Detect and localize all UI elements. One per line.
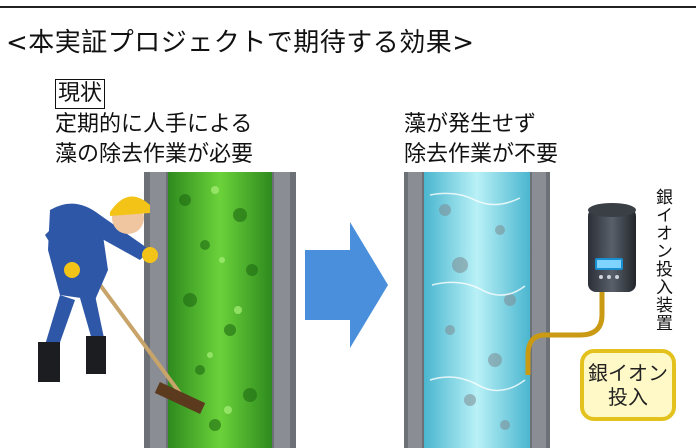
expected-line-1: 藻が発生せず xyxy=(404,112,537,137)
silver-ion-device-icon xyxy=(588,203,636,292)
worker-with-broom-icon xyxy=(38,196,206,415)
current-status-label: 現状 xyxy=(55,79,106,109)
expected-line-2: 除去作業が不要 xyxy=(404,142,559,167)
current-line-1: 定期的に人手による xyxy=(55,112,253,137)
clean-channel xyxy=(404,172,550,448)
current-line-2: 藻の除去作業が必要 xyxy=(55,142,254,167)
page-title: <本実証プロジェクトで期待する効果> xyxy=(6,28,475,58)
right-arrow-icon xyxy=(305,222,388,348)
expected-description: 藻が発生せず 除去作業が不要 xyxy=(404,110,558,170)
algae-channel xyxy=(144,172,296,448)
device-label: 銀イオン投入装置 xyxy=(652,188,672,332)
top-rule xyxy=(0,6,696,8)
current-description: 定期的に人手による 藻の除去作業が必要 xyxy=(55,110,253,170)
silver-ion-callout: 銀イオン 投入 xyxy=(580,349,676,421)
callout-text: 銀イオン 投入 xyxy=(588,361,668,409)
ion-supply-pipe xyxy=(525,292,605,375)
